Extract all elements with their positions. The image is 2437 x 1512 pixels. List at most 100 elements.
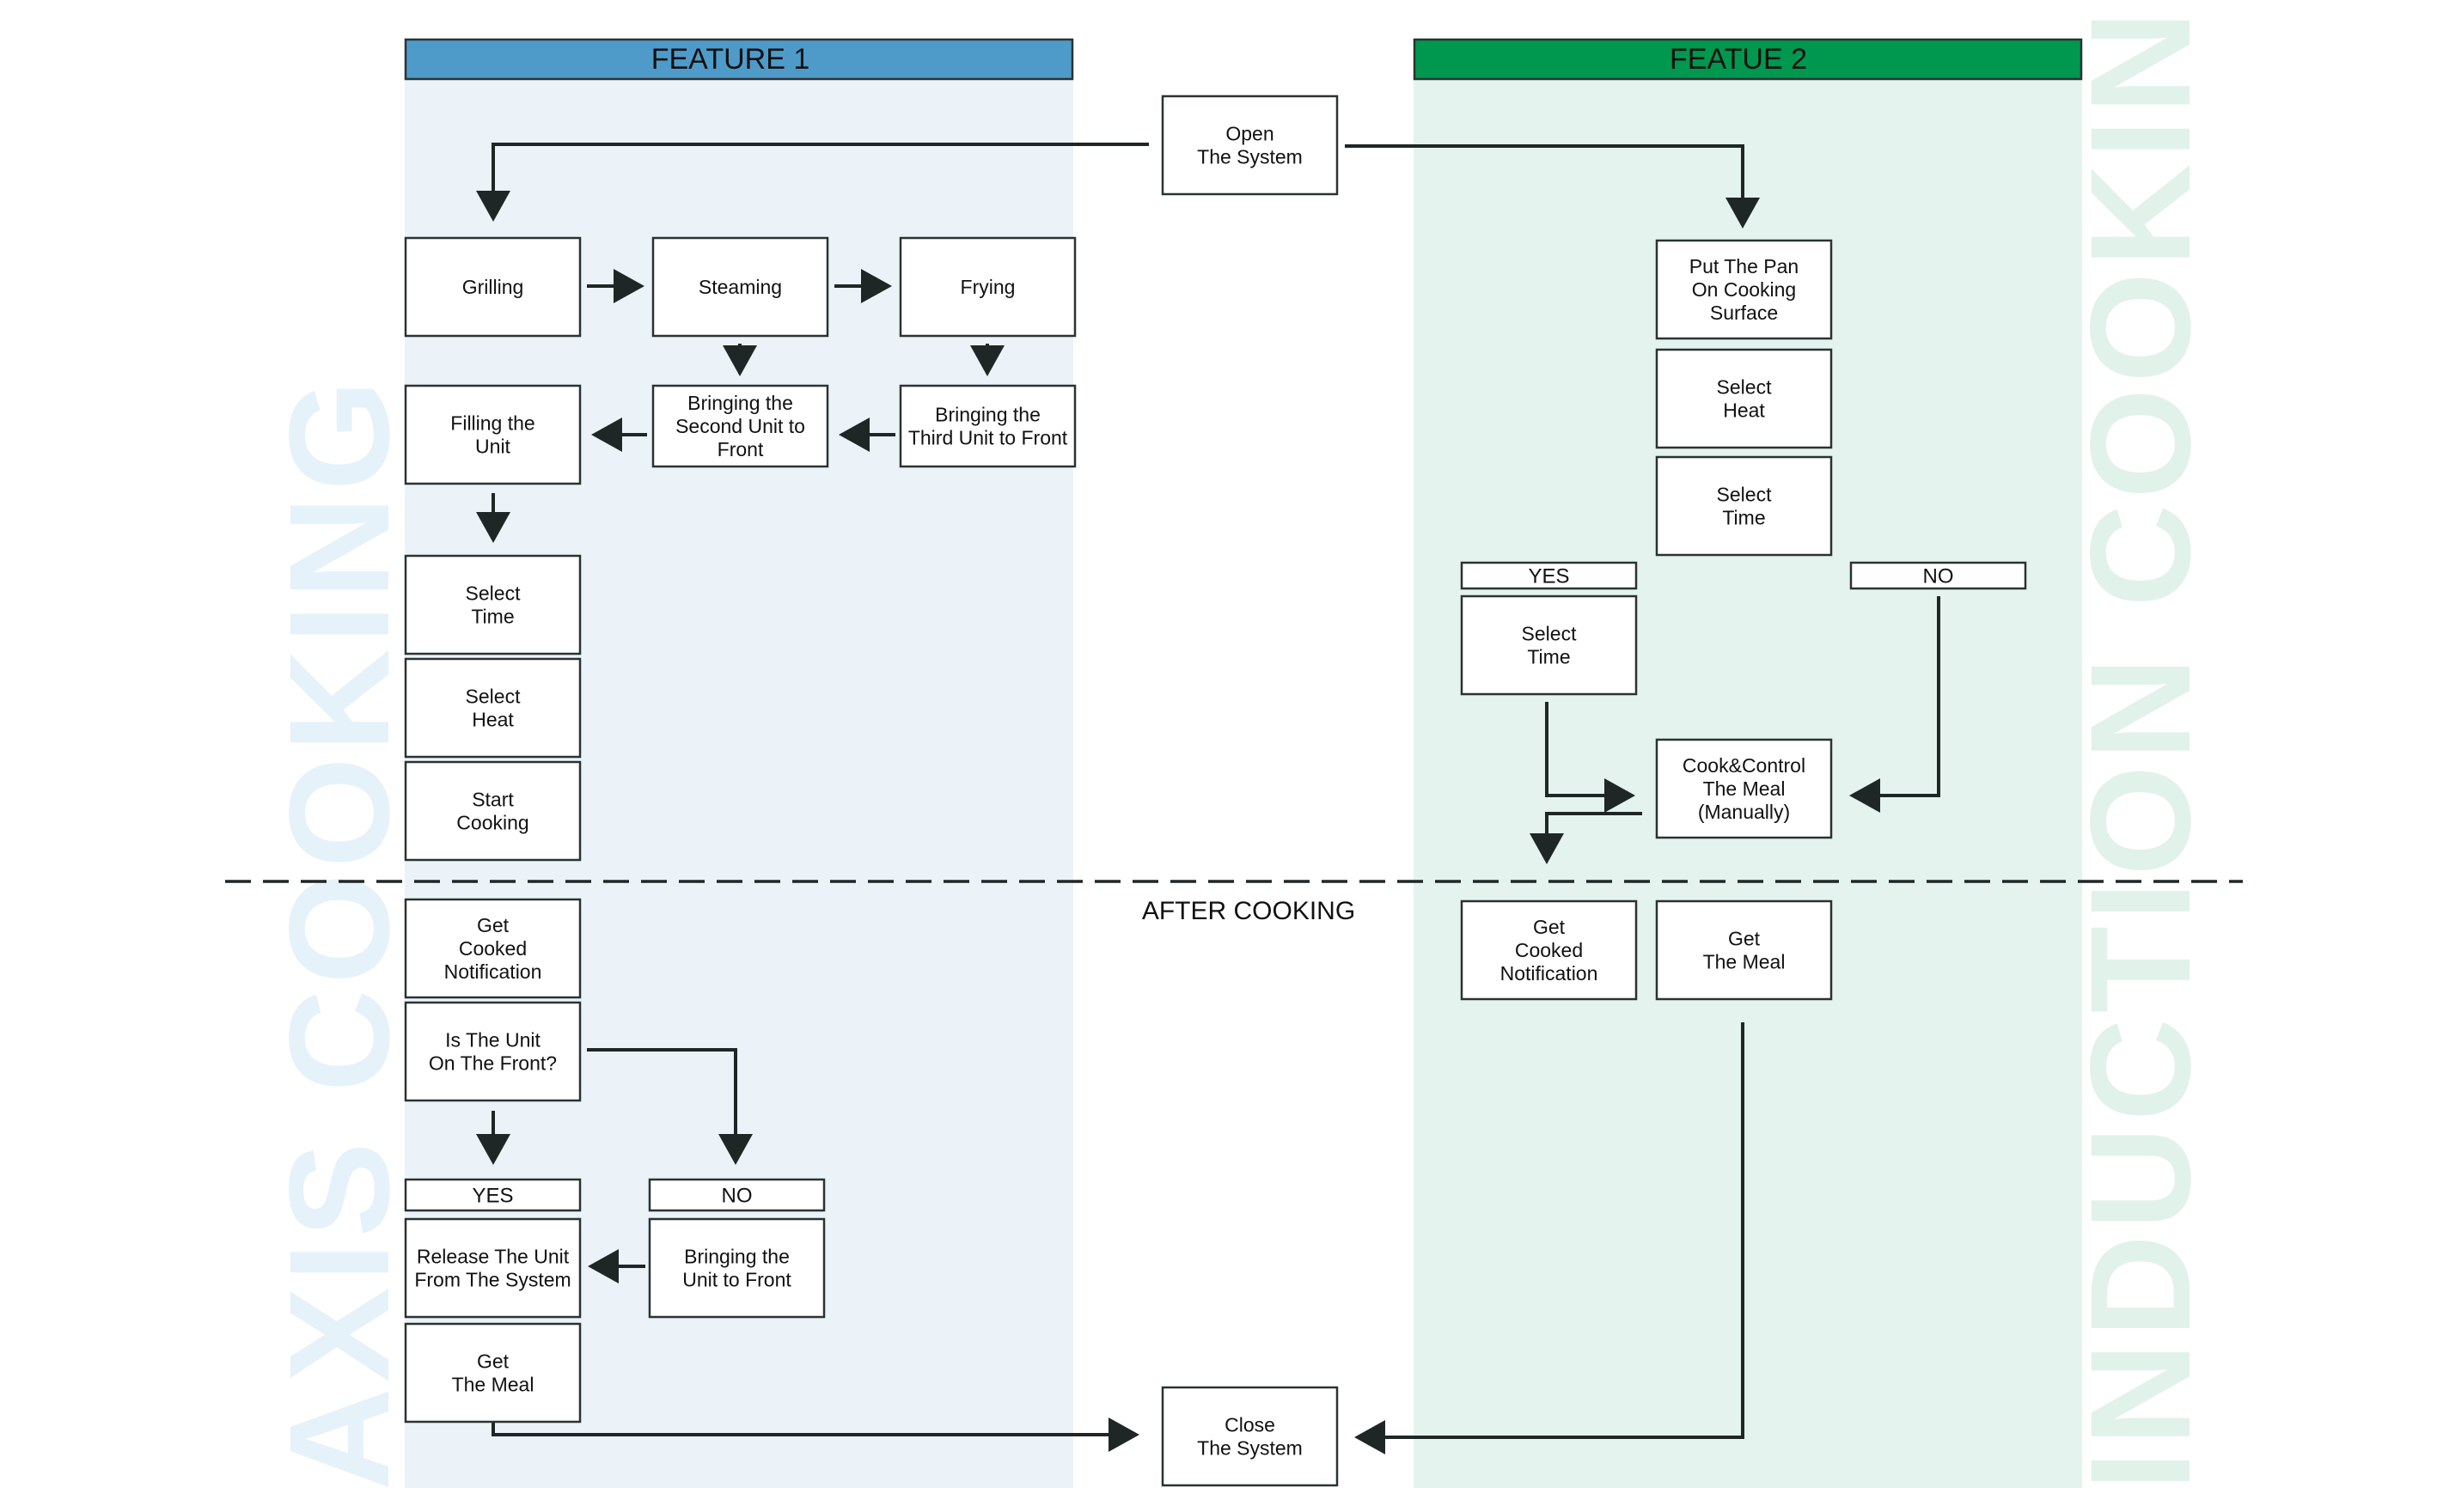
f1-get-meal-node-box — [404, 1322, 582, 1424]
f2-yes-label-text-line: YES — [1528, 564, 1569, 588]
f2-select-time-node-box — [1655, 455, 1833, 557]
f1-get-notification-node-box — [404, 898, 582, 999]
f1-get-meal-node-text-line: The Meal — [452, 1374, 534, 1396]
steaming-node-box — [651, 236, 829, 338]
cook-control-node-text-line: Cook&Control — [1683, 754, 1805, 777]
steaming-node: Steaming — [651, 236, 829, 338]
f2-no-label: NO — [1849, 561, 2027, 590]
open-system-node-text-line: The System — [1197, 146, 1303, 168]
arrow-is-front-to-no — [587, 1048, 753, 1165]
put-pan-node-box — [1655, 239, 1833, 340]
open-system-node-box — [1161, 94, 1339, 196]
arrow-select-time-to-cook-control — [1545, 702, 1635, 813]
f2-select-time-node-text-line: Select — [1717, 484, 1773, 506]
f2-get-notification-node-text-line: Get — [1533, 916, 1566, 938]
f1-select-time-node-text-line: Time — [471, 606, 514, 628]
feature1-title: FEATURE 1 — [651, 43, 810, 76]
frying-node-text-line: Frying — [961, 276, 1016, 298]
arrow-no-to-cook-control — [1849, 596, 1940, 813]
f1-select-time-node-box — [404, 554, 582, 655]
arrow-open-to-grilling — [476, 143, 1149, 222]
steaming-node-text-line: Steaming — [699, 276, 782, 298]
bringing-second-unit-node-box — [651, 384, 829, 468]
f2-get-meal-node-text-line: Get — [1728, 928, 1761, 950]
grilling-node-box — [404, 236, 582, 338]
f1-select-time-node-text-line: Select — [466, 582, 522, 605]
filling-unit-node-box — [404, 384, 582, 485]
is-unit-front-node-box — [404, 1001, 582, 1102]
frying-node-box — [899, 236, 1077, 338]
cook-control-node-text-line: (Manually) — [1698, 801, 1790, 823]
f2-select-heat-node-text-line: Select — [1717, 376, 1773, 399]
f2-get-meal-node-text-line: The Meal — [1703, 951, 1786, 973]
f1-get-notification-node-text-line: Get — [477, 914, 510, 936]
release-unit-node-box — [404, 1217, 582, 1319]
f2-get-notification-node-box — [1460, 899, 1638, 1001]
f1-get-notification-node-text-line: Notification — [444, 960, 542, 983]
release-unit-node-text-line: Release The Unit — [417, 1246, 570, 1268]
f2-select-heat-node-text-line: Heat — [1723, 399, 1765, 422]
axis-cooking-watermark: AXIS COOKING — [260, 375, 419, 1491]
f1-get-meal-node-text-line: Get — [477, 1350, 510, 1373]
arrow-open-to-put-pan — [1345, 144, 1760, 229]
open-system-node-text-line: Open — [1225, 123, 1273, 145]
f2-get-meal-node-box — [1655, 899, 1833, 1001]
put-pan-node-text-line: Surface — [1710, 302, 1778, 324]
connectors — [476, 143, 1940, 1454]
bringing-second-unit-node-text-line: Front — [718, 438, 764, 460]
put-pan-node-text-line: On Cooking — [1692, 278, 1796, 301]
filling-unit-node-text-line: Filling the — [450, 412, 534, 435]
f1-yes-label-text-line: YES — [472, 1184, 513, 1207]
feature1-header: FEATURE 1 — [404, 38, 1074, 81]
bringing-unit-front-node-text-line: Unit to Front — [682, 1269, 791, 1291]
after-cooking-label: AFTER COOKING — [1142, 897, 1355, 925]
start-cooking-node-text-line: Start — [472, 789, 514, 811]
filling-unit-node-text-line: Unit — [475, 436, 511, 458]
f1-get-notification-node-text-line: Cooked — [459, 937, 527, 960]
is-unit-front-node-text-line: Is The Unit — [445, 1029, 541, 1052]
induction-cooking-watermark: INDUCTION COOKING — [2061, 0, 2220, 1491]
f1-no-label-box — [648, 1178, 826, 1212]
f2-no-label-box — [1849, 561, 2027, 590]
grilling-node: Grilling — [404, 236, 582, 338]
cook-control-node-box — [1655, 738, 1833, 839]
f1-yes-label-box — [404, 1178, 582, 1212]
f1-select-heat-node-box — [404, 657, 582, 759]
f2-select-time-yes-node-text-line: Select — [1522, 623, 1578, 645]
put-pan-node-text-line: Put The Pan — [1689, 255, 1799, 277]
feature2-header: FEATUE 2 — [1413, 38, 2083, 81]
bringing-third-unit-node-text-line: Third Unit to Front — [908, 427, 1068, 449]
close-system-node-text-line: Close — [1225, 1414, 1275, 1436]
bringing-second-unit-node-text-line: Bringing the — [687, 392, 793, 414]
f2-get-notification-node-text-line: Notification — [1500, 962, 1598, 985]
arrow-f2-get-meal-to-close — [1354, 1022, 1744, 1454]
f1-no-label: NO — [648, 1178, 826, 1212]
bringing-third-unit-node-box — [899, 384, 1077, 468]
f2-select-time-yes-node-text-line: Time — [1527, 646, 1570, 668]
frying-node: Frying — [899, 236, 1077, 338]
close-system-node-text-line: The System — [1197, 1437, 1303, 1460]
f2-select-time-yes-node-box — [1460, 594, 1638, 696]
f1-no-label-text-line: NO — [722, 1184, 753, 1207]
f2-select-time-node-text-line: Time — [1722, 507, 1765, 529]
